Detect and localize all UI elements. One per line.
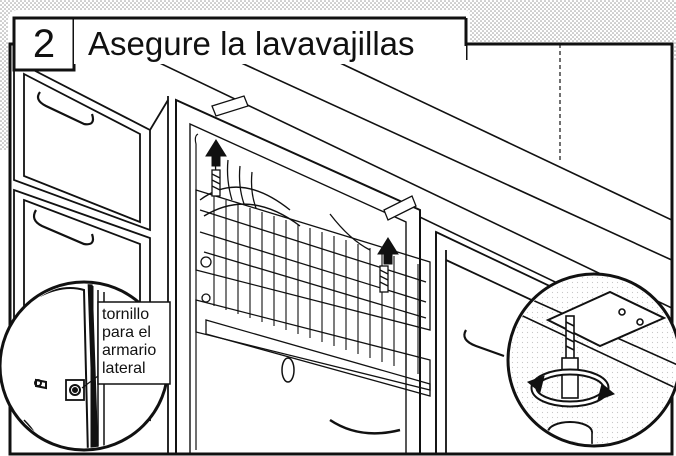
side-screw-callout: tornillo para el armario lateral (102, 306, 168, 378)
step-title: Asegure la lavavajillas (88, 22, 415, 66)
step-number: 2 (26, 22, 62, 66)
callout-line: lateral (102, 360, 168, 378)
callout-line: para el (102, 324, 168, 342)
callout-line: armario (102, 342, 168, 360)
callout-line: tornillo (102, 306, 168, 324)
